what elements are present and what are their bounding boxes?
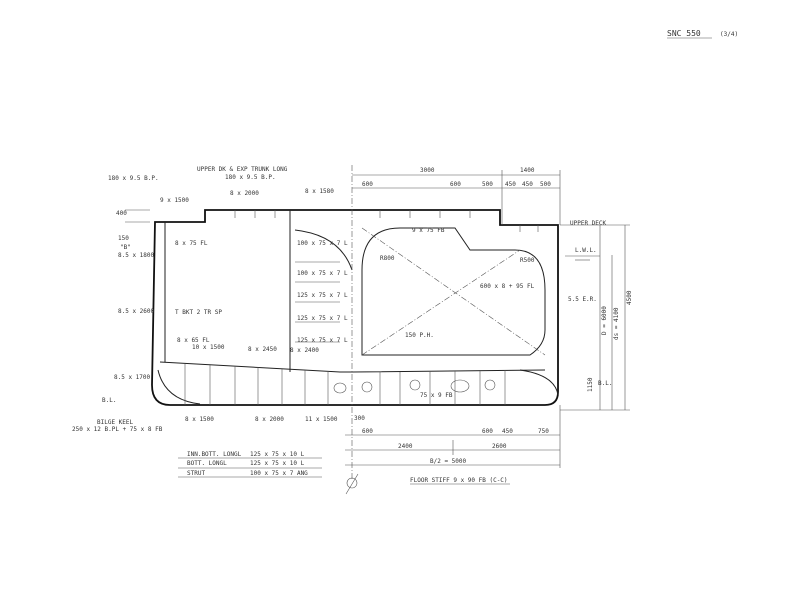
dim-bottom: 750: [538, 428, 549, 435]
hull-outline: [151, 165, 600, 480]
scantling-table: INN.BOTT. LONGL 125 x 75 x 10 L BOTT. LO…: [178, 451, 322, 478]
drawing-number: SNC 550: [667, 29, 701, 38]
label: 8 x 1580: [305, 188, 334, 195]
dim-top-3000: 3000: [420, 167, 435, 174]
dim-300: 300: [354, 415, 365, 422]
label: 150 P.H.: [405, 332, 434, 339]
label: 8 x 75 FL: [175, 240, 208, 247]
dim-sub: 500: [540, 181, 551, 188]
label-lwl: L.W.L.: [575, 247, 597, 254]
label: 8.5 x 2600: [118, 308, 155, 315]
scantling-size: 100 x 75 x 7 ANG: [250, 470, 308, 477]
floor-stiffener-note: FLOOR STIFF 9 x 90 FB (C-C): [410, 477, 508, 484]
dim-sub: 600: [362, 181, 373, 188]
label: 8.5 x 1700: [114, 374, 151, 381]
label: 5.5 E.R.: [568, 296, 597, 303]
label: 10 x 1500: [192, 344, 225, 351]
label: 8 x 2000: [255, 416, 284, 423]
vertical-dims: D = 6000 ds = 4100 4500 1150: [587, 290, 633, 392]
label: 9 x 1500: [160, 197, 189, 204]
dim-4500: 4500: [626, 290, 633, 305]
sheet-number: (3/4): [720, 31, 738, 38]
label: 8 x 65 FL: [177, 337, 210, 344]
dimension-lines: [125, 170, 630, 468]
dim-sub: 600: [450, 181, 461, 188]
label: 125 x 75 x 7 L: [297, 337, 348, 344]
scantling-name: INN.BOTT. LONGL: [187, 451, 242, 458]
label: 8 x 1500: [185, 416, 214, 423]
scantling-name: BOTT. LONGL: [187, 460, 227, 467]
label-bilge-keel-size: 250 x 12 B.PL + 75 x 8 FB: [72, 426, 163, 433]
label: 8 x 2400: [290, 347, 319, 354]
label: 180 x 9.5 B.P.: [108, 175, 159, 182]
dim-half-breadth: B/2 = 5000: [430, 458, 467, 465]
dim-left: 150: [118, 235, 129, 242]
label-bilge-keel: BILGE KEEL: [97, 419, 134, 426]
centerline-symbol: [345, 473, 359, 495]
dim-2600: 2600: [492, 443, 507, 450]
scantling-name: STRUT: [187, 470, 205, 477]
dim-sub: 500: [482, 181, 493, 188]
dim-sub: 450: [522, 181, 533, 188]
label-upper-deck: UPPER DECK: [570, 220, 607, 227]
label: 125 x 75 x 7 L: [297, 315, 348, 322]
dim-left: 400: [116, 210, 127, 217]
label: 75 x 9 FB: [420, 392, 453, 399]
label-upper-trunk-size: 180 x 9.5 B.P.: [225, 174, 276, 181]
dim-bottom: 600: [482, 428, 493, 435]
label: 100 x 75 x 7 L: [297, 240, 348, 247]
dim-1150: 1150: [587, 377, 594, 392]
label: 8.5 x 1800: [118, 252, 155, 259]
label: 8 x 2000: [230, 190, 259, 197]
dim-depth: D = 6000: [601, 306, 608, 335]
scantling-size: 125 x 75 x 10 L: [250, 451, 305, 458]
label: T BKT 2 TR SP: [175, 309, 222, 316]
dim-sub: 450: [505, 181, 516, 188]
label: 100 x 75 x 7 L: [297, 270, 348, 277]
label-bl: B.L.: [102, 397, 116, 404]
label: 11 x 1500: [305, 416, 338, 423]
label: "B": [120, 244, 131, 251]
dim-top-1400: 1400: [520, 167, 535, 174]
scantling-size: 125 x 75 x 10 L: [250, 460, 305, 467]
label-bl-right: B.L.: [598, 380, 612, 387]
label: R800: [380, 255, 395, 262]
dim-bottom: 600: [362, 428, 373, 435]
label: 9 x 75 FB: [412, 227, 445, 234]
dim-bottom: 450: [502, 428, 513, 435]
label: R500: [520, 257, 535, 264]
dim-draft: ds = 4100: [613, 307, 620, 340]
label: 600 x 8 + 95 FL: [480, 283, 535, 290]
dim-2400: 2400: [398, 443, 413, 450]
label: 8 x 2450: [248, 346, 277, 353]
label: 125 x 75 x 7 L: [297, 292, 348, 299]
label-upper-trunk: UPPER DK & EXP TRUNK LONG: [197, 166, 288, 173]
